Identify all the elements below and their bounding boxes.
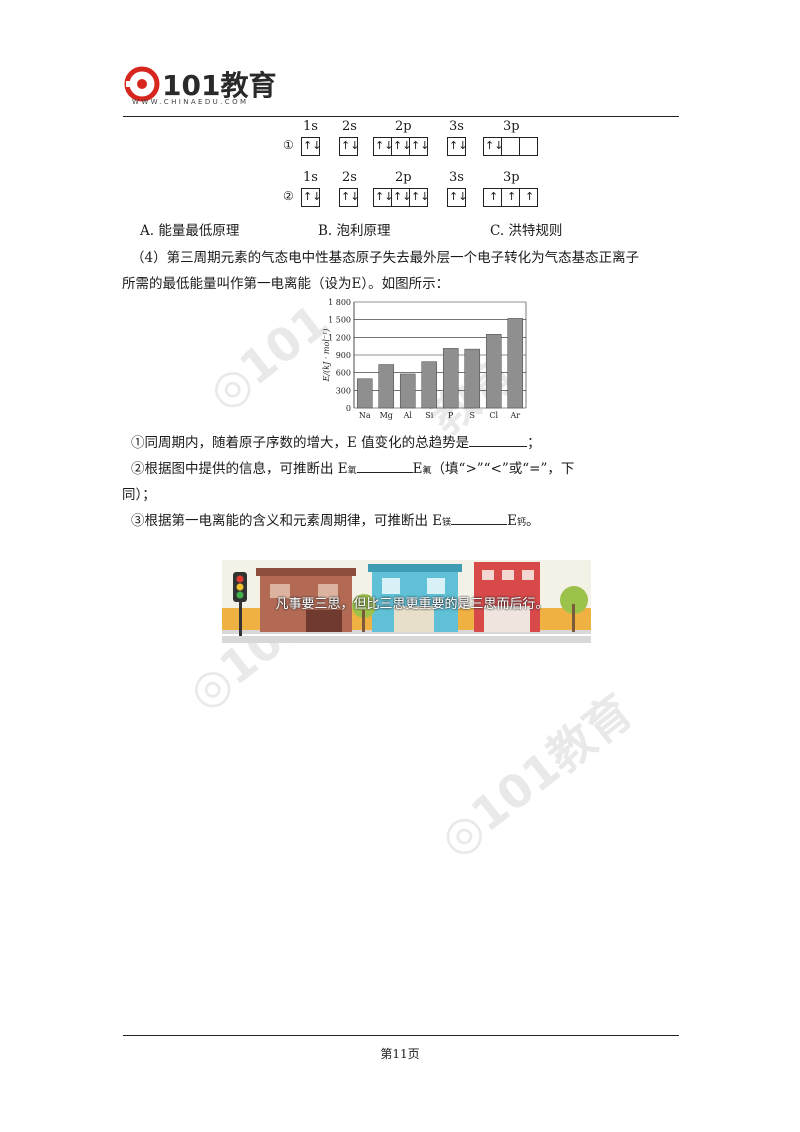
orbital-label: 3s: [449, 119, 464, 134]
subscript-calcium: 钙: [517, 518, 527, 528]
answer-blank[interactable]: [469, 446, 528, 447]
logo-subtitle: WWW.CHINAEDU.COM: [132, 98, 249, 106]
orbital-label: 2p: [395, 119, 412, 134]
orbital-label: 2s: [342, 170, 357, 185]
bar-na: [356, 378, 373, 409]
page-number: 第11页: [380, 1047, 420, 1061]
x-tick-label: Ar: [509, 411, 520, 420]
subscript-oxygen: 氧: [347, 466, 357, 476]
question-line-2: 所需的最低能量叫作第一电离能（设为E）。如图所示：: [122, 276, 450, 292]
bar-cl: [485, 334, 502, 409]
orbital-label: 3p: [503, 170, 520, 185]
orbital-label: 2s: [342, 119, 357, 134]
electron-arrows: ↑↓: [375, 139, 394, 152]
option-b: B. 泡利原理: [318, 223, 391, 239]
bar-p: [442, 348, 459, 409]
electron-arrows: ↑: [525, 190, 535, 203]
street-banner-image: [222, 560, 591, 643]
question-line-1: （4）第三周期元素的气态电中性基态原子失去最外层一个电子转化为气态基态正离子: [131, 250, 640, 266]
x-tick-label: Si: [425, 411, 433, 420]
x-tick-label: Al: [403, 411, 413, 420]
subscript-fluorine: 氟: [422, 466, 432, 476]
electron-arrows: ↑: [507, 190, 517, 203]
electron-arrows: ↑↓: [485, 139, 504, 152]
sub-question-2-line-2: 同）；: [122, 487, 156, 503]
sub-question-3-mid: E: [507, 513, 518, 529]
sub-question-2-text: ②根据图中提供的信息，可推断出 E: [131, 461, 348, 477]
bar-mg: [378, 364, 395, 409]
electron-arrows: ↑↓: [449, 139, 468, 152]
electron-arrows: ↑↓: [375, 190, 394, 203]
subscript-magnesium: 镁: [442, 518, 452, 528]
bar-al: [399, 373, 416, 409]
sub-question-1-text: ①同周期内，随着原子序数的增大，E 值变化的总趋势是: [131, 435, 470, 451]
electron-arrows: ↑↓: [411, 139, 430, 152]
electron-arrows: ↑↓: [341, 139, 360, 152]
y-tick-label: 900: [336, 351, 351, 360]
electron-arrows: ↑↓: [341, 190, 360, 203]
sub-question-3-text: ③根据第一电离能的含义和元素周期律，可推断出 E: [131, 513, 443, 529]
logo-mark-icon: [124, 66, 160, 102]
orbital-label: 3s: [449, 170, 464, 185]
electron-arrows: ↑↓: [393, 139, 412, 152]
orbital-label: 2p: [395, 170, 412, 185]
sub-question-3: ③根据第一电离能的含义和元素周期律，可推断出 E镁 E钙。: [131, 511, 540, 533]
sub-question-2-mid: E: [412, 461, 423, 477]
electron-arrows: ↑↓: [411, 190, 430, 203]
answer-blank[interactable]: [451, 524, 508, 525]
electron-arrows: ↑↓: [393, 190, 412, 203]
bar-s: [464, 348, 481, 409]
x-tick-label: Cl: [489, 411, 498, 420]
y-tick-label: 300: [336, 386, 351, 395]
orbital-label: 1s: [303, 170, 318, 185]
logo: [124, 62, 254, 112]
bar-ar: [507, 318, 524, 409]
option-c: C. 洪特规则: [490, 223, 563, 239]
watermark-logo: ◎101教育: [429, 683, 643, 867]
header-rule: [123, 116, 679, 117]
sub-question-2: ②根据图中提供的信息，可推断出 E氧 E氟（填“>”“<”或“=”，下: [131, 459, 574, 481]
orbital-label: 1s: [303, 119, 318, 134]
x-tick-label: S: [470, 411, 475, 420]
sub-question-1-end: ；: [527, 435, 541, 451]
x-tick-label: Mg: [380, 411, 393, 420]
orbital-label: 3p: [503, 119, 520, 134]
sub-question-3-end: 。: [526, 513, 540, 529]
bar-si: [421, 361, 438, 409]
electron-arrows: ↑: [489, 190, 499, 203]
footer-rule: [123, 1035, 679, 1036]
y-tick-label: 1 500: [328, 316, 351, 325]
sub-question-1: ①同周期内，随着原子序数的增大，E 值变化的总趋势是 ；: [131, 433, 541, 453]
electron-arrows: ↑↓: [303, 139, 322, 152]
electron-arrows: ↑↓: [449, 190, 468, 203]
x-tick-label: P: [448, 411, 454, 420]
y-tick-label: 1 800: [328, 298, 351, 307]
y-tick-label: 1 200: [328, 333, 351, 342]
electron-arrows: ↑↓: [303, 190, 322, 203]
y-tick-label: 600: [336, 369, 351, 378]
banner-caption: 凡事要三思，但比三思更重要的是三思而后行。: [275, 597, 549, 612]
sub-question-2-end: （填“>”“<”或“=”，下: [431, 461, 575, 477]
option-a: A. 能量最低原理: [140, 223, 240, 239]
row-marker: ①: [283, 138, 294, 152]
x-tick-label: Na: [359, 411, 371, 420]
answer-blank[interactable]: [356, 472, 413, 473]
row-marker: ②: [283, 189, 294, 203]
logo-text: 101教育: [162, 69, 277, 102]
y-tick-label: 0: [346, 404, 351, 413]
y-axis-label: E/(kJ · mol⁻¹): [322, 329, 331, 383]
